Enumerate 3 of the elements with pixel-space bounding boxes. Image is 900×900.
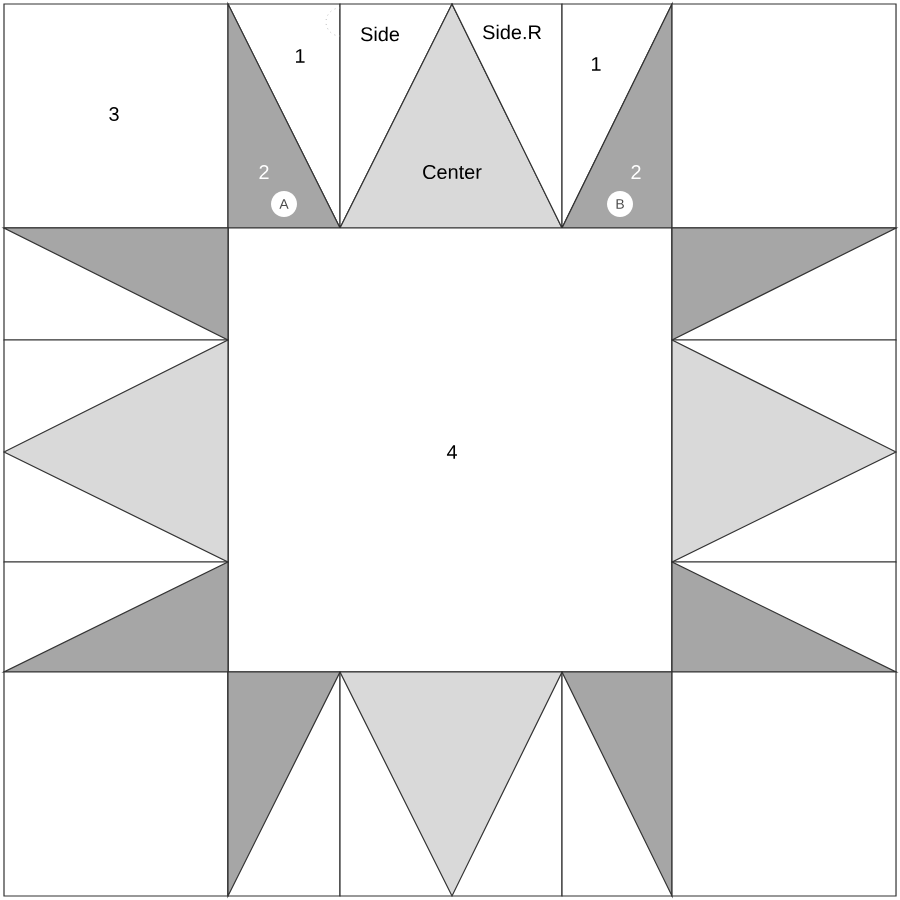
triangle-patch: 2 [259, 165, 269, 179]
square-patch: 3 [3, 3, 229, 229]
triangle-patch: 2 [631, 165, 641, 179]
